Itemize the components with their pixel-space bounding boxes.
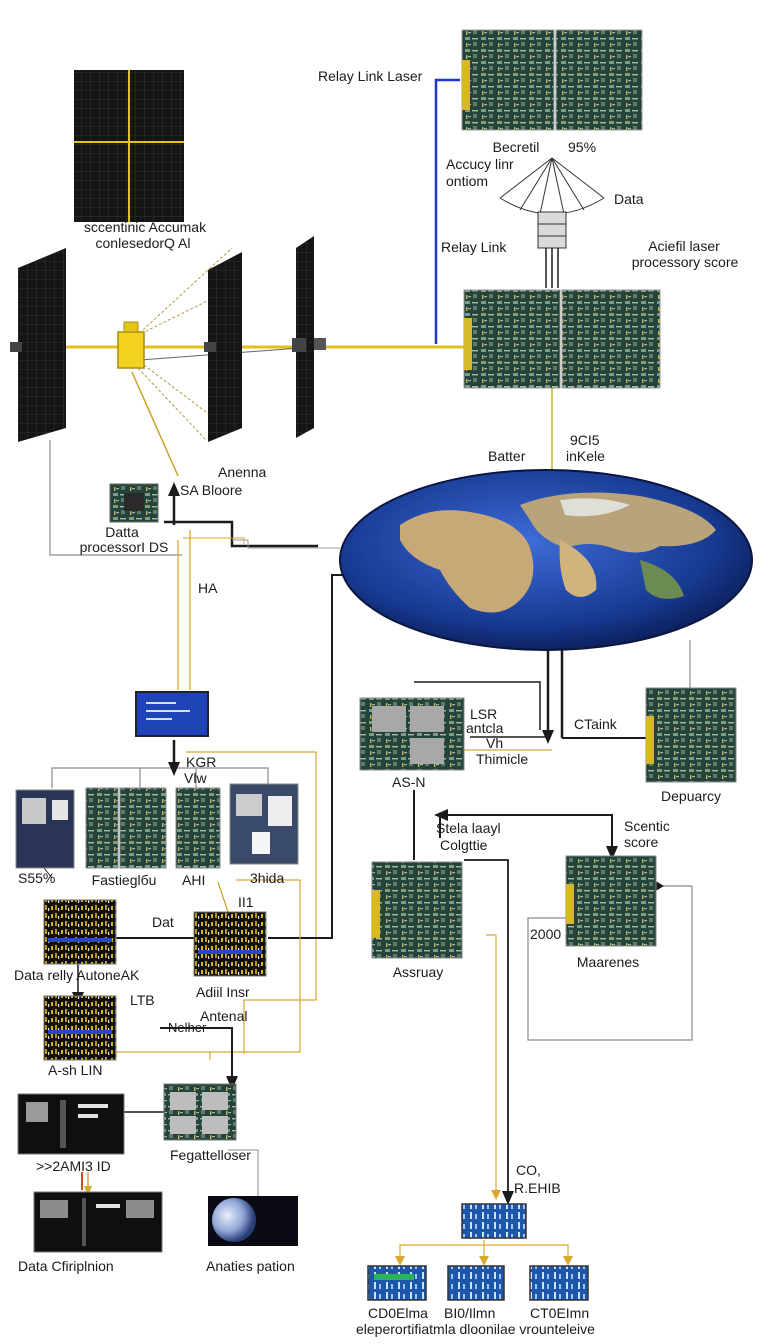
label-nelher: Nelher xyxy=(168,1020,207,1035)
label-maarenes: Maarenes xyxy=(576,954,640,970)
server-rack-icon xyxy=(33,1191,163,1253)
label-stela-laayl: Stela laayl xyxy=(436,820,501,836)
monitor-icon[interactable] xyxy=(135,691,209,737)
label-cd0elma: CD0Elma xyxy=(368,1305,428,1321)
moon-icon xyxy=(208,1196,298,1246)
circuit-board-icon xyxy=(359,697,465,771)
label-adiil-insr: Adiil Insr xyxy=(196,984,250,1000)
circuit-board-icon xyxy=(175,787,221,869)
circuit-board-icon xyxy=(561,289,661,389)
waveform-screen-icon xyxy=(43,995,117,1061)
label-antcla: antcla xyxy=(466,720,504,736)
label-colgttie: Colgttie xyxy=(440,837,488,853)
circuit-board-icon xyxy=(163,1083,237,1141)
label-datta: Datta xyxy=(105,524,139,540)
circuit-board-icon xyxy=(371,861,463,959)
server-rack-icon xyxy=(229,783,299,865)
waveform-screen-icon xyxy=(529,1265,589,1301)
label-95-percent: 95% xyxy=(568,139,597,155)
label-inkele: inKele xyxy=(566,448,605,464)
label-ahi: AHI xyxy=(182,872,206,888)
solar-panel-icon xyxy=(74,70,184,222)
label-fastieglou: Fastieglбu xyxy=(91,872,157,888)
circuit-board-icon xyxy=(463,289,561,389)
label-lsr: LSR xyxy=(470,706,498,722)
label-vh: Vh xyxy=(486,735,504,751)
label-relay-link-laser: Relay Link Laser xyxy=(318,68,423,84)
label-fegattelloser: Fegattelloser xyxy=(170,1147,251,1163)
label-bottom-caption: eleperortifiatmla dloonilae vrounteleive xyxy=(356,1321,595,1337)
server-rack-icon xyxy=(15,789,75,869)
label-anaties-pation: Anaties pation xyxy=(206,1258,295,1274)
connector-lines xyxy=(14,78,693,1260)
label-aciefil-laser: Aciefil laser xyxy=(648,238,720,254)
label-a-sh-lin: A-sh LIN xyxy=(48,1062,103,1078)
circuit-board-icon xyxy=(565,855,657,947)
small-arrowheads xyxy=(84,1186,573,1266)
waveform-screen-icon xyxy=(43,899,117,965)
solar-panel-icon xyxy=(18,248,66,442)
label-anenna: Anenna xyxy=(218,464,267,480)
waveform-screen-icon xyxy=(447,1265,505,1301)
label-ontiom: ontiom xyxy=(446,173,489,189)
label-conseedor-ai: conlesedorQ Al xyxy=(95,235,191,251)
label-2ami3-id: >>2AMI3 ID xyxy=(36,1158,111,1174)
label-batter: Batter xyxy=(488,448,526,464)
label-data-relly-autoneak: Data relly AutoneAK xyxy=(14,967,140,983)
waveform-screen-icon xyxy=(461,1203,527,1239)
circuit-board-icon xyxy=(85,787,167,869)
label-accucy-linr: Accucy linr xyxy=(446,156,514,172)
label-ha: HA xyxy=(198,580,218,596)
label-2000: 2000 xyxy=(530,926,562,942)
label-ii1: II1 xyxy=(238,894,254,910)
waveform-screen-icon xyxy=(367,1265,427,1301)
label-r-ehib: R.EHIB xyxy=(514,1180,561,1196)
label-sa-bloore: SA Bloore xyxy=(180,482,243,498)
satellite-bus-icon xyxy=(10,321,326,369)
label-vlw: Vlw xyxy=(184,770,207,786)
label-becretil: Becretil xyxy=(492,139,540,155)
label-data-cfiriplnion: Data Cfiriplnion xyxy=(18,1258,114,1274)
label-thimicle: Thimicle xyxy=(476,751,529,767)
label-processory-score: processory score xyxy=(631,254,739,270)
label-dat: Dat xyxy=(152,914,174,930)
label-scientific-accumak: sccentinic Accumak xyxy=(83,219,207,235)
label-relay-link: Relay Link xyxy=(441,239,507,255)
label-as-n: AS-N xyxy=(392,774,426,790)
server-rack-icon xyxy=(17,1093,125,1155)
label-depuarcy: Depuarcy xyxy=(661,788,721,804)
label-scentic: Scentic xyxy=(624,818,670,834)
solar-panel-icon xyxy=(208,252,242,442)
label-co: CO, xyxy=(516,1162,541,1178)
earth-globe-icon xyxy=(339,469,753,651)
label-s55-percent: S55% xyxy=(18,870,56,886)
label-antenal: Antenal xyxy=(200,1008,248,1024)
label-data-top: Data xyxy=(614,191,644,207)
label-ltb: LTB xyxy=(130,992,155,1008)
antenna-dish-icon xyxy=(499,157,605,249)
solar-panel-icon xyxy=(296,236,314,438)
label-ctaink: CTaink xyxy=(574,716,617,732)
circuit-board-icon xyxy=(555,29,643,131)
label-kgr: KGR xyxy=(186,754,217,770)
circuit-board-icon xyxy=(461,29,555,131)
circuit-board-icon xyxy=(109,483,159,523)
waveform-screen-icon xyxy=(193,911,267,977)
label-3hida: 3hida xyxy=(250,870,285,886)
label-9c15: 9CI5 xyxy=(570,432,600,448)
label-assruay: Assruay xyxy=(392,964,444,980)
label-bi0-ilmn: BI0/Ilmn xyxy=(444,1305,496,1321)
label-processor-ids: processorI DS xyxy=(79,539,169,555)
label-score: score xyxy=(624,834,659,850)
label-ct0eimn: CT0EImn xyxy=(530,1305,590,1321)
circuit-board-icon xyxy=(645,687,737,783)
